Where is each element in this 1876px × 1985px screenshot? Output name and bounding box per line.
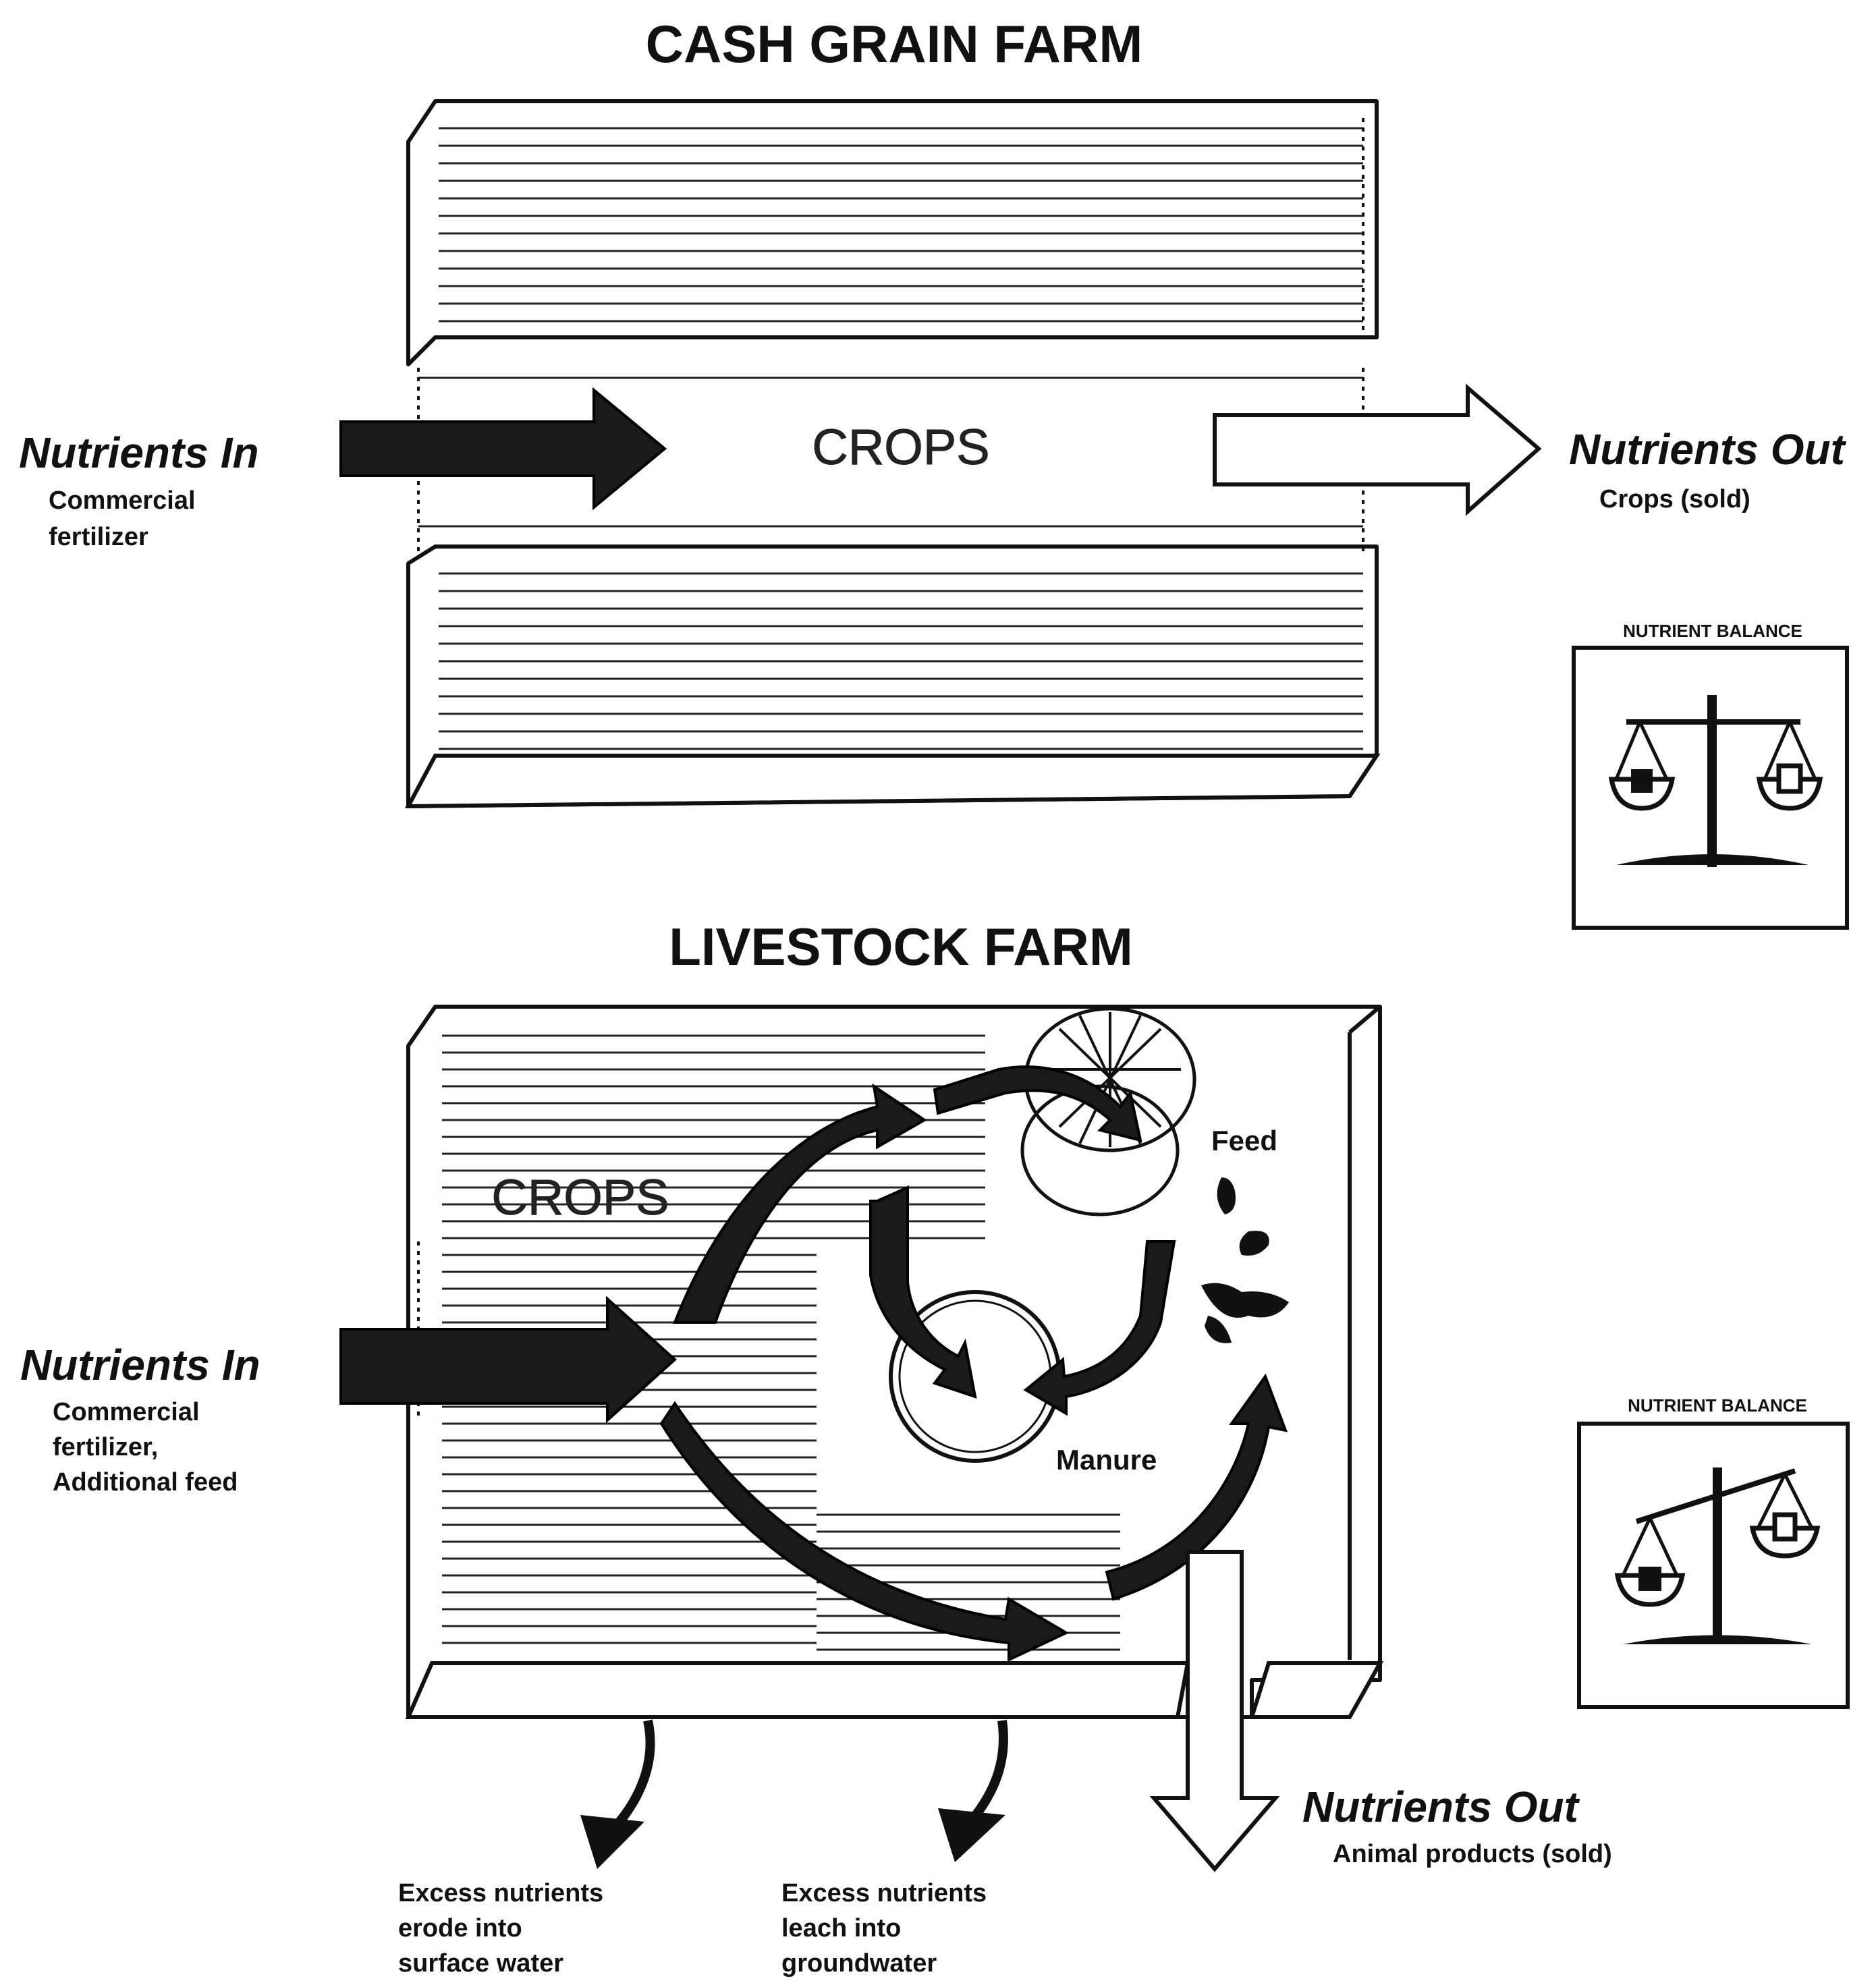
field-rows [439, 572, 1363, 750]
cash-grain-section: CASH GRAIN FARM CROPS [19, 14, 1849, 930]
nutrients-in-line1: Commercial [49, 486, 196, 515]
manure-label: Manure [1056, 1444, 1157, 1476]
nutrients-in-line2: fertilizer, [53, 1433, 158, 1461]
leach-arrow [938, 1720, 1008, 1862]
cash-grain-nutrients-in-arrow [339, 387, 667, 511]
cash-grain-nutrient-balance: NUTRIENT BALANCE [1572, 621, 1849, 930]
livestock-nutrients-out-arrow [1149, 1550, 1280, 1872]
leach-line1: Excess nutrients [781, 1879, 987, 1907]
nutrients-in-line3: Additional feed [53, 1468, 238, 1497]
balance-caption: NUTRIENT BALANCE [1623, 621, 1802, 641]
cash-grain-field-lower [404, 544, 1381, 809]
field-rows [439, 127, 1363, 323]
nutrients-in-heading: Nutrients In [19, 428, 259, 477]
cash-grain-crops-label: CROPS [812, 419, 989, 475]
nutrients-in-line1: Commercial [53, 1398, 200, 1426]
nutrients-out-detail: Animal products (sold) [1333, 1840, 1612, 1868]
cash-grain-nutrients-out-arrow [1213, 383, 1542, 516]
livestock-nutrient-balance: NUTRIENT BALANCE [1577, 1395, 1850, 1709]
cash-grain-nutrients-out-label: Nutrients Out Crops (sold) [1569, 425, 1847, 513]
nutrients-out-heading: Nutrients Out [1302, 1783, 1580, 1831]
cash-grain-field-upper [406, 99, 1379, 366]
livestock-nutrients-in-label: Nutrients In Commercial fertilizer, Addi… [20, 1341, 260, 1497]
livestock-crops-label: CROPS [491, 1169, 669, 1225]
nutrient-flow-arrows [339, 1065, 1288, 1662]
livestock-animals-icon [1201, 1177, 1289, 1343]
scale-icon [1608, 695, 1823, 867]
leach-line2: leach into [781, 1914, 901, 1942]
cash-grain-nutrients-in-label: Nutrients In Commercial fertilizer [19, 428, 259, 551]
erode-line2: erode into [398, 1914, 522, 1942]
cash-grain-title: CASH GRAIN FARM [646, 14, 1143, 74]
feed-label: Feed [1211, 1125, 1277, 1156]
cash-grain-field-middle [417, 368, 1364, 553]
livestock-nutrients-out-label: Nutrients Out Animal products (sold) [1302, 1783, 1612, 1868]
leach-line3: groundwater [781, 1949, 937, 1978]
erode-arrow [580, 1719, 655, 1869]
nutrients-out-detail: Crops (sold) [1599, 485, 1750, 513]
nutrients-in-line2: fertilizer [49, 523, 148, 551]
erode-label: Excess nutrients erode into surface wate… [398, 1879, 603, 1978]
livestock-title: LIVESTOCK FARM [669, 917, 1133, 976]
leach-label: Excess nutrients leach into groundwater [781, 1879, 987, 1978]
livestock-section: LIVESTOCK FARM CROPS Feed [20, 917, 1850, 1978]
balance-caption: NUTRIENT BALANCE [1628, 1395, 1807, 1416]
erode-line3: surface water [398, 1949, 563, 1978]
nutrients-in-heading: Nutrients In [20, 1341, 260, 1389]
nutrients-out-heading: Nutrients Out [1569, 425, 1847, 474]
scale-tilted-icon [1614, 1467, 1821, 1644]
erode-line1: Excess nutrients [398, 1879, 603, 1907]
